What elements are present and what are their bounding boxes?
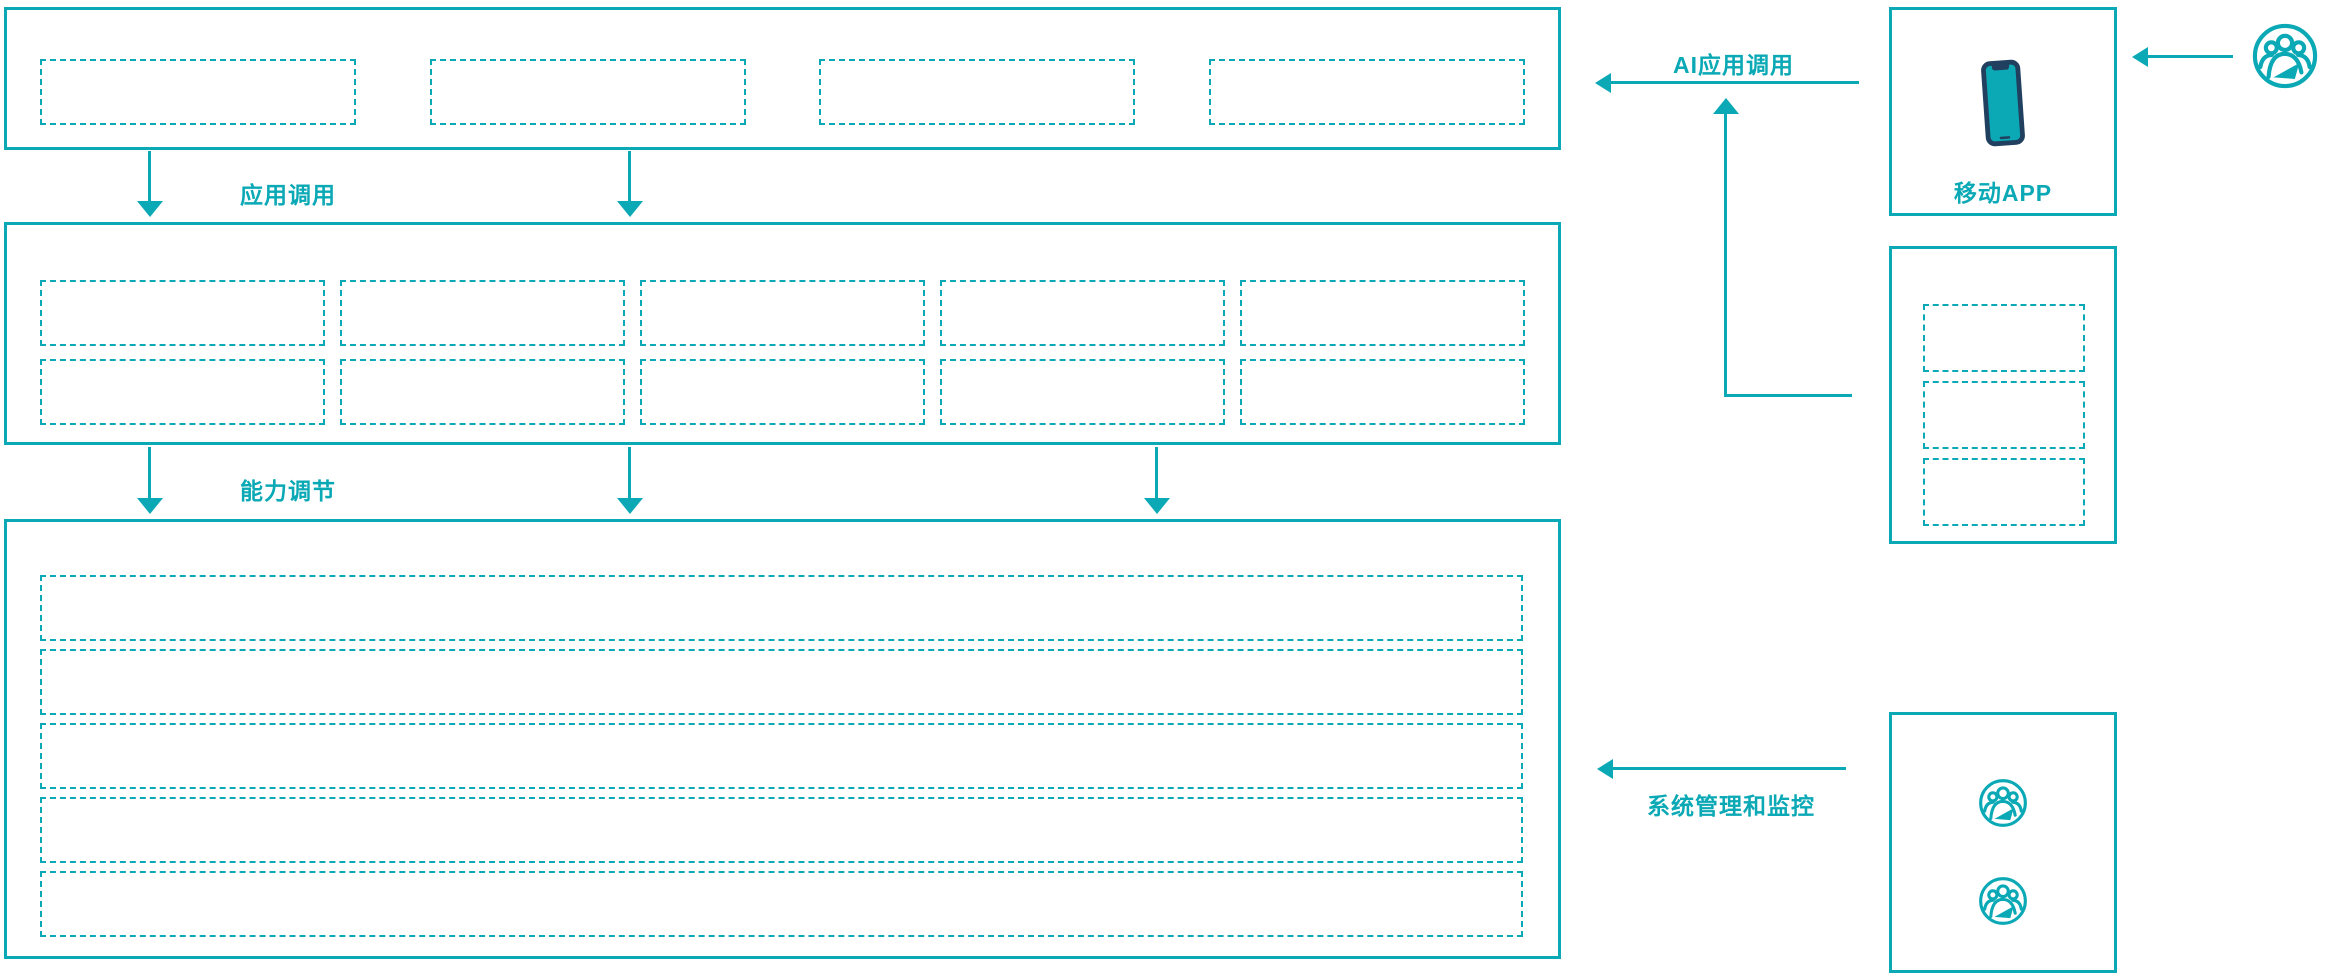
client-up-connector bbox=[1724, 113, 1727, 397]
resource-row bbox=[40, 871, 1523, 937]
resource-row bbox=[40, 797, 1523, 863]
client-slots bbox=[1923, 304, 2085, 526]
capability-adjust-label: 能力调节 bbox=[240, 478, 336, 504]
resource-layer-box bbox=[4, 519, 1561, 959]
resource-layer-rows bbox=[40, 575, 1523, 937]
capability-slot bbox=[640, 280, 925, 346]
mobile-app-box: 移动APP bbox=[1889, 7, 2117, 216]
app-slot bbox=[819, 59, 1136, 125]
capability-slot bbox=[640, 359, 925, 425]
client-slot bbox=[1923, 458, 2085, 526]
app-call-arrow-2 bbox=[628, 151, 631, 202]
resource-row bbox=[40, 575, 1523, 641]
admin-user-icons bbox=[1892, 777, 2114, 927]
client-slot bbox=[1923, 381, 2085, 449]
client-connector-segment bbox=[1726, 394, 1852, 397]
capability-slot bbox=[940, 359, 1225, 425]
admin-box bbox=[1889, 712, 2117, 973]
user-group-icon bbox=[1979, 877, 2027, 925]
capability-slot bbox=[40, 280, 325, 346]
ai-app-call-label: AI应用调用 bbox=[1673, 52, 1794, 78]
capability-slot bbox=[340, 280, 625, 346]
capability-adjust-arrow-2 bbox=[628, 447, 631, 499]
user-group-icon bbox=[1979, 779, 2027, 827]
resource-row bbox=[40, 649, 1523, 715]
capability-adjust-arrow-3 bbox=[1155, 447, 1158, 499]
capability-layer-slots bbox=[40, 280, 1525, 425]
capability-slot bbox=[940, 280, 1225, 346]
user-group-icon bbox=[2250, 21, 2320, 91]
system-monitor-arrow bbox=[1613, 767, 1846, 770]
capability-slot bbox=[1240, 359, 1525, 425]
client-slot bbox=[1923, 304, 2085, 372]
ai-app-call-arrow bbox=[1611, 81, 1859, 84]
capability-slot bbox=[340, 359, 625, 425]
app-layer-box bbox=[4, 7, 1561, 150]
capability-adjust-arrow-1 bbox=[148, 447, 151, 499]
smartphone-icon bbox=[1978, 59, 2028, 147]
resource-row bbox=[40, 723, 1523, 789]
user-access-arrow bbox=[2148, 55, 2233, 58]
client-box bbox=[1889, 246, 2117, 544]
system-monitor-label: 系统管理和监控 bbox=[1647, 793, 1815, 819]
app-slot bbox=[429, 59, 746, 125]
app-slot bbox=[1208, 59, 1525, 125]
capability-layer-box bbox=[4, 222, 1561, 445]
app-layer-slots bbox=[7, 59, 1558, 125]
mobile-app-label: 移动APP bbox=[1953, 180, 2053, 206]
app-slot bbox=[40, 59, 356, 125]
app-call-arrow-1 bbox=[148, 151, 151, 202]
app-call-label: 应用调用 bbox=[240, 182, 336, 208]
capability-slot bbox=[1240, 280, 1525, 346]
capability-slot bbox=[40, 359, 325, 425]
